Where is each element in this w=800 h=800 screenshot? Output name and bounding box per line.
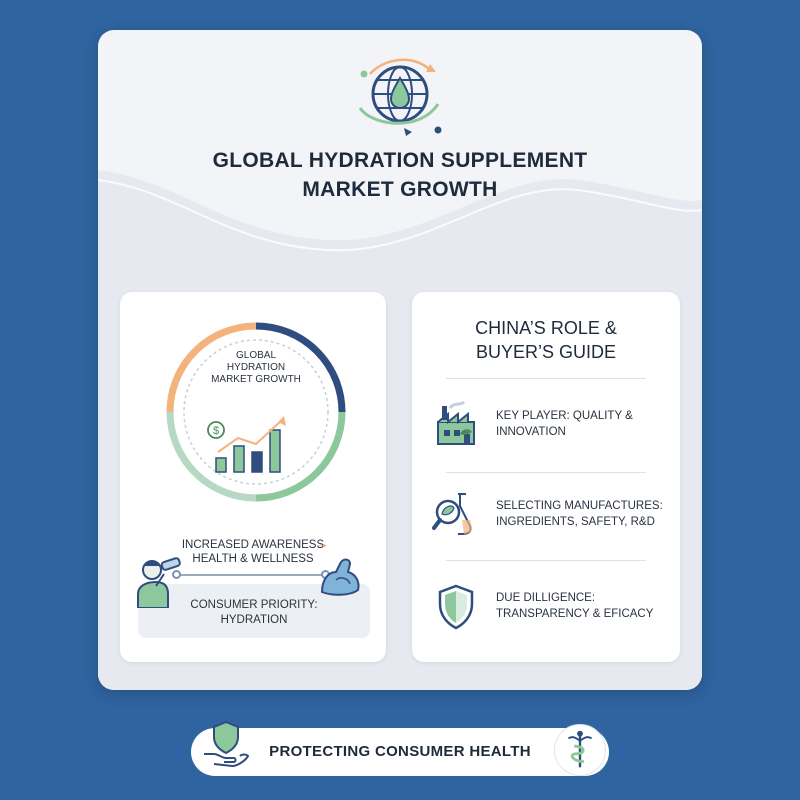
- page-title: GLOBAL HYDRATION SUPPLEMENT MARKET GROWT…: [212, 149, 588, 201]
- donut-title: GLOBAL HYDRATION MARKET GROWTH: [211, 350, 301, 385]
- guide-item-due-diligence: DUE DILLIGENCE: TRANSPARENCY & EFICACY: [432, 582, 682, 642]
- guide-item-text: SELECTING MANUFACTURES: INGREDIENTS, SAF…: [496, 500, 663, 528]
- factory-icon: [437, 400, 475, 445]
- caduceus-icon-badge: [554, 724, 606, 776]
- footer-banner: PROTECTING CONSUMER HEALTH: [191, 728, 609, 776]
- china-buyer-guide-panel: CHINA’S ROLE & BUYER’S GUIDE KEY PLAYER:…: [412, 292, 680, 662]
- footer-label: PROTECTING CONSUMER HEALTH: [269, 743, 531, 760]
- person-drinking-icon: [137, 557, 181, 608]
- guide-item-key-player: KEY PLAYER: QUALITY & INNOVATION: [432, 400, 682, 460]
- svg-text:$: $: [213, 425, 219, 437]
- awareness-text: INCREASED AWARENESS HEALTH & WELLNESS: [181, 539, 325, 565]
- caduceus-icon: [567, 730, 593, 768]
- arrow-right-icon: →: [316, 536, 329, 551]
- growth-donut-chart: $: [166, 322, 346, 502]
- shield-icon: [438, 584, 474, 630]
- divider: [446, 378, 646, 379]
- flask-magnifier-icon: [432, 493, 472, 535]
- main-card: GLOBAL HYDRATION SUPPLEMENT MARKET GROWT…: [98, 30, 702, 690]
- globe-droplet-icon: [358, 58, 442, 136]
- guide-title: CHINA’S ROLE & BUYER’S GUIDE: [475, 318, 617, 362]
- flexed-arm-icon: [320, 558, 360, 596]
- line-endpoint-left: [172, 570, 181, 579]
- shield-hand-icon: [204, 720, 250, 768]
- market-growth-panel: $ GLOBAL HYDRATION MARKET GROWTH INCREAS…: [120, 292, 386, 662]
- guide-item-selecting-manufacturers: SELECTING MANUFACTURES: INGREDIENTS, SAF…: [432, 490, 682, 550]
- divider: [446, 560, 646, 561]
- divider-line: [176, 574, 326, 576]
- consumer-priority-text: CONSUMER PRIORITY: HYDRATION: [190, 599, 318, 626]
- guide-item-text: DUE DILLIGENCE: TRANSPARENCY & EFICACY: [496, 592, 654, 620]
- divider: [446, 472, 646, 473]
- guide-item-text: KEY PLAYER: QUALITY & INNOVATION: [496, 410, 633, 438]
